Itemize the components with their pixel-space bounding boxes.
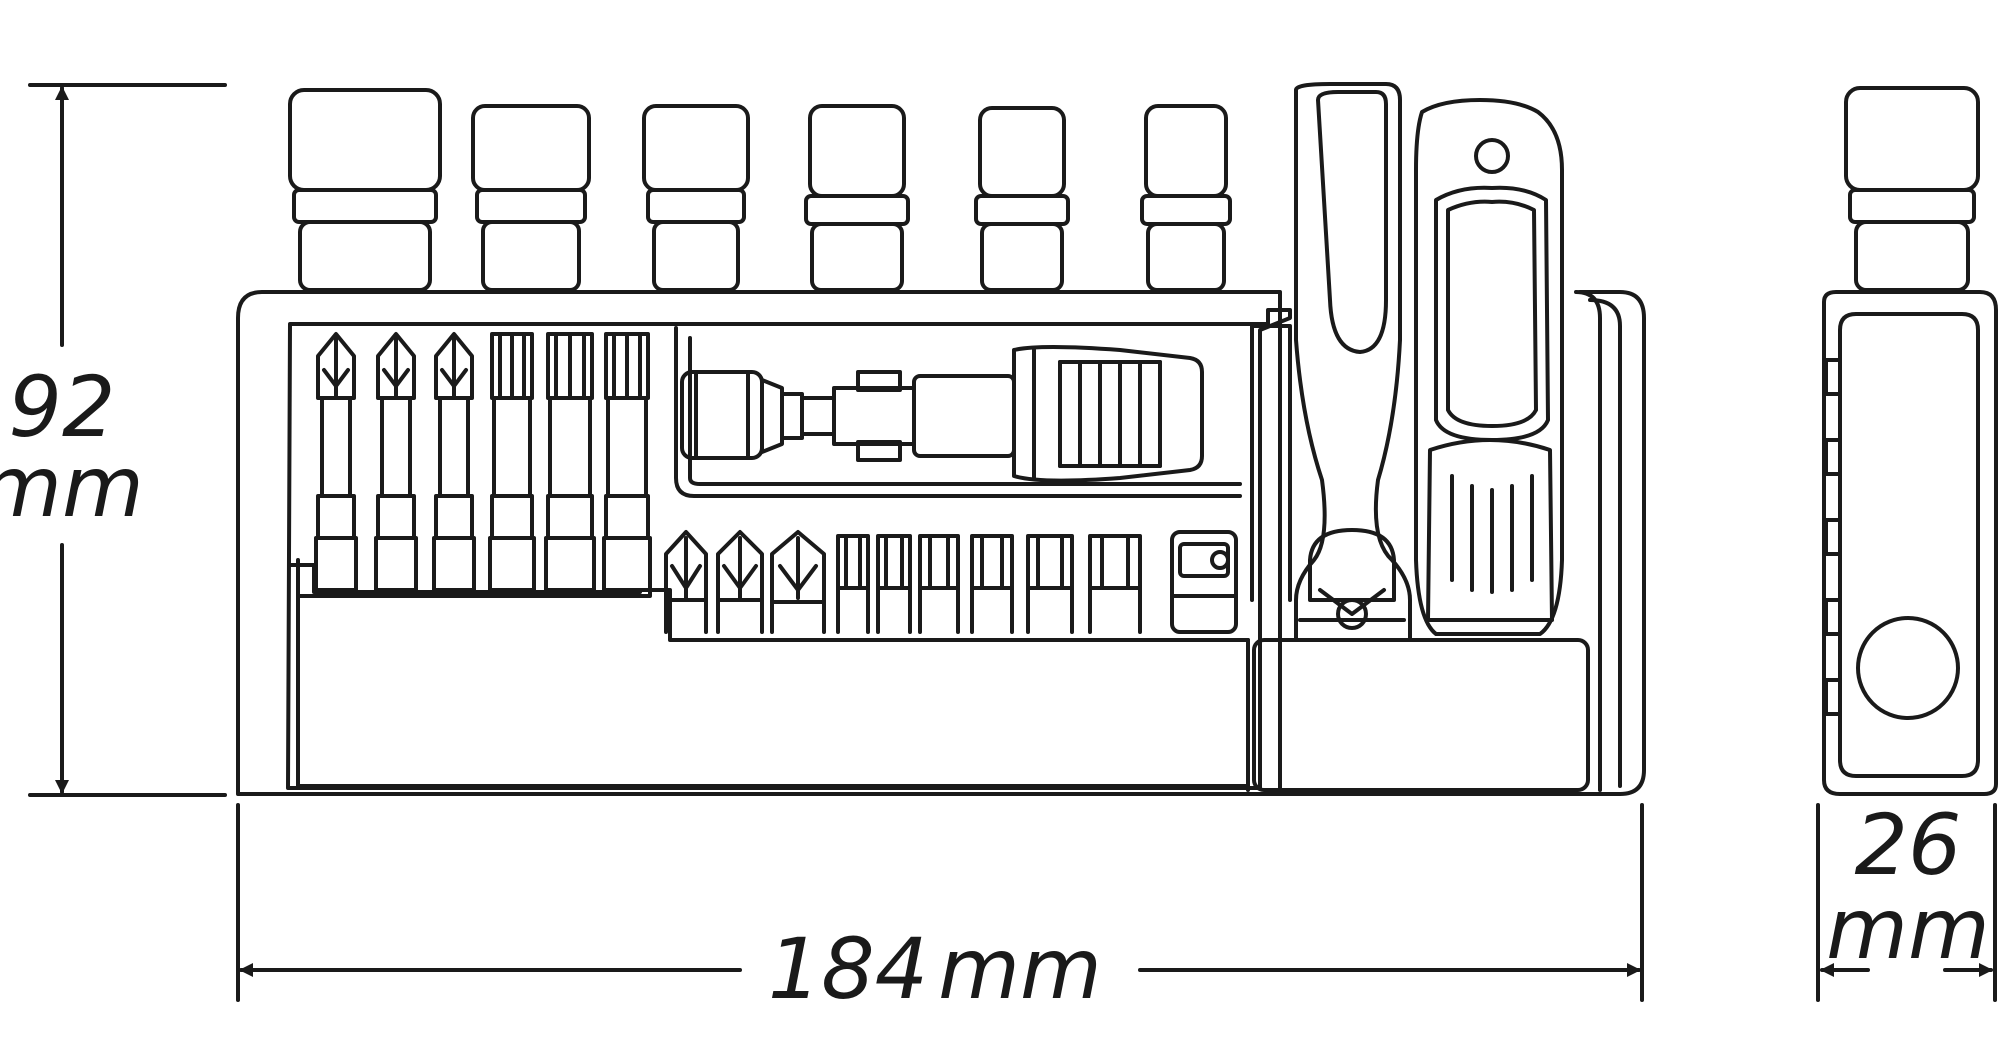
height-dimension bbox=[28, 83, 227, 797]
bit-holder bbox=[674, 326, 1242, 498]
width-value: 184 bbox=[768, 920, 928, 1018]
bit bbox=[374, 332, 418, 592]
short-bits bbox=[664, 530, 1238, 634]
socket bbox=[804, 104, 910, 292]
bit bbox=[544, 332, 596, 592]
bit bbox=[488, 332, 536, 592]
short-bit bbox=[876, 534, 912, 634]
short-bit bbox=[1026, 534, 1074, 634]
short-bit bbox=[836, 534, 870, 634]
long-bits bbox=[314, 332, 652, 592]
ratchet-handle bbox=[1294, 82, 1412, 642]
width-dimension bbox=[236, 803, 1644, 1002]
short-bit bbox=[770, 530, 826, 634]
adapter bbox=[1170, 530, 1238, 634]
short-bit bbox=[970, 534, 1014, 634]
screwdriver-handle bbox=[1414, 98, 1564, 636]
short-bit bbox=[664, 530, 708, 634]
bit bbox=[314, 332, 358, 592]
case-front bbox=[236, 290, 1646, 796]
bit bbox=[602, 332, 652, 592]
sockets-row bbox=[288, 88, 1232, 292]
short-bit bbox=[918, 534, 960, 634]
short-bit bbox=[1088, 534, 1142, 634]
socket bbox=[642, 104, 750, 292]
width-unit: mm bbox=[938, 920, 1102, 1018]
height-value: 92 bbox=[9, 358, 116, 456]
bit bbox=[432, 332, 476, 592]
socket bbox=[1140, 104, 1232, 292]
height-unit: mm bbox=[0, 438, 144, 536]
depth-value: 26 bbox=[1855, 796, 1962, 894]
socket bbox=[288, 88, 442, 292]
case-side bbox=[1822, 86, 1998, 796]
depth-unit: mm bbox=[1826, 880, 1990, 978]
short-bit bbox=[716, 530, 764, 634]
socket bbox=[974, 106, 1070, 292]
depth-dimension bbox=[1816, 803, 1997, 1002]
socket bbox=[471, 104, 591, 292]
